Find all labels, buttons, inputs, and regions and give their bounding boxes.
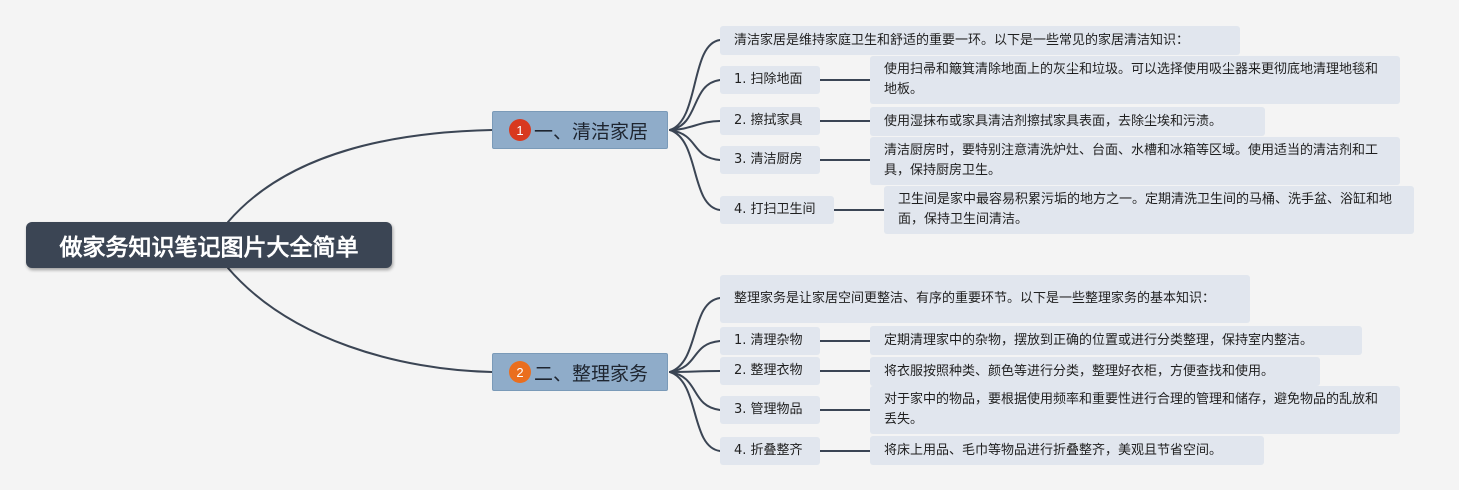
branch-1-detail-3-text: 清洁厨房时，要特别注意清洗炉灶、台面、水槽和冰箱等区域。使用适当的清洁剂和工具，… [884,143,1379,178]
branch-2-detail-1[interactable]: 定期清理家中的杂物，摆放到正确的位置或进行分类整理，保持室内整洁。 [870,326,1362,355]
branch-1-detail-1[interactable]: 使用扫帚和簸箕清除地面上的灰尘和垃圾。可以选择使用吸尘器来更彻底地清理地毯和地板… [870,56,1400,104]
branch-1-detail-4[interactable]: 卫生间是家中最容易积累污垢的地方之一。定期清洗卫生间的马桶、洗手盆、浴缸和地面，… [884,186,1414,234]
connector-branch-1-item-1 [669,79,721,131]
connector-branch-1-item-3 [669,129,721,161]
branch-2-detail-4-text: 将床上用品、毛巾等物品进行折叠整齐，美观且节省空间。 [884,442,1223,458]
connector-branch-2-item-3 [669,371,721,411]
branch-2-item-2-label: 2. 整理衣物 [734,363,803,378]
priority-1-icon: 1 [509,119,531,141]
branch-2-detail-2-text: 将衣服按照种类、颜色等进行分类，整理好衣柜，方便查找和使用。 [884,363,1275,379]
branch-2-detail-3[interactable]: 对于家中的物品，要根据使用频率和重要性进行合理的管理和储存，避免物品的乱放和丢失… [870,386,1400,434]
branch-2-title: 二、整理家务 [534,362,649,385]
branch-1-item-2[interactable]: 2. 擦拭家具 [720,107,820,135]
branch-1-topic[interactable]: 1 一、清洁家居 [492,111,668,149]
branch-2-item-3-label: 3. 管理物品 [734,402,803,417]
branch-1-detail-4-text: 卫生间是家中最容易积累污垢的地方之一。定期清洗卫生间的马桶、洗手盆、浴缸和地面，… [898,192,1393,227]
branch-1-intro-text: 清洁家居是维持家庭卫生和舒适的重要一环。以下是一些常见的家居清洁知识： [734,32,1190,48]
branch-2-item-3[interactable]: 3. 管理物品 [720,396,820,424]
branch-2-intro-text: 整理家务是让家居空间更整洁、有序的重要环节。以下是一些整理家务的基本知识： [734,291,1216,306]
branch-2-item-1-label: 1. 清理杂物 [734,333,803,348]
connector-branch-1-item-4 [669,129,721,211]
branch-2-item-4[interactable]: 4. 折叠整齐 [720,437,820,465]
branch-2-intro[interactable]: 整理家务是让家居空间更整洁、有序的重要环节。以下是一些整理家务的基本知识： [720,275,1250,323]
connector-branch-1-item-2 [669,120,721,131]
connector-root-branch-2 [227,267,493,373]
branch-2-detail-2[interactable]: 将衣服按照种类、颜色等进行分类，整理好衣柜，方便查找和使用。 [870,357,1320,386]
branch-1-item-3-label: 3. 清洁厨房 [734,152,803,167]
branch-2-detail-4[interactable]: 将床上用品、毛巾等物品进行折叠整齐，美观且节省空间。 [870,436,1264,465]
branch-2-detail-1-text: 定期清理家中的杂物，摆放到正确的位置或进行分类整理，保持室内整洁。 [884,332,1314,348]
branch-1-intro[interactable]: 清洁家居是维持家庭卫生和舒适的重要一环。以下是一些常见的家居清洁知识： [720,26,1240,55]
branch-1-detail-2[interactable]: 使用湿抹布或家具清洁剂擦拭家具表面，去除尘埃和污渍。 [870,107,1265,136]
branch-1-item-3[interactable]: 3. 清洁厨房 [720,146,820,174]
connector-branch-2-item-2 [669,370,721,373]
branch-1-item-4-label: 4. 打扫卫生间 [734,202,816,217]
branch-1-item-2-label: 2. 擦拭家具 [734,113,803,128]
branch-1-title: 一、清洁家居 [534,120,649,143]
branch-2-item-2[interactable]: 2. 整理衣物 [720,357,820,385]
connector-branch-1-intro [669,39,721,131]
branch-1-item-1[interactable]: 1. 扫除地面 [720,66,820,94]
branch-2-item-4-label: 4. 折叠整齐 [734,443,803,458]
branch-2-item-1[interactable]: 1. 清理杂物 [720,327,820,355]
branch-1-detail-1-text: 使用扫帚和簸箕清除地面上的灰尘和垃圾。可以选择使用吸尘器来更彻底地清理地毯和地板… [884,62,1379,97]
root-title: 做家务知识笔记图片大全简单 [59,235,359,261]
connector-branch-2-item-1 [669,340,721,373]
branch-1-item-1-label: 1. 扫除地面 [734,72,803,87]
priority-2-icon: 2 [509,361,531,383]
root-topic[interactable]: 做家务知识笔记图片大全简单 [26,222,392,268]
connector-branch-2-item-4 [669,371,721,452]
connector-branch-2-intro [669,297,721,373]
connector-root-branch-1 [227,129,493,223]
branch-1-detail-2-text: 使用湿抹布或家具清洁剂擦拭家具表面，去除尘埃和污渍。 [884,113,1223,129]
branch-2-detail-3-text: 对于家中的物品，要根据使用频率和重要性进行合理的管理和储存，避免物品的乱放和丢失… [884,392,1379,427]
branch-1-detail-3[interactable]: 清洁厨房时，要特别注意清洗炉灶、台面、水槽和冰箱等区域。使用适当的清洁剂和工具，… [870,137,1400,185]
branch-1-item-4[interactable]: 4. 打扫卫生间 [720,196,834,224]
branch-2-topic[interactable]: 2 二、整理家务 [492,353,668,391]
